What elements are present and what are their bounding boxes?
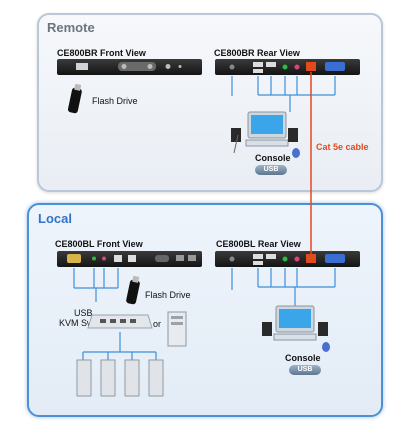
local-rear-connector-lines [231,268,336,306]
remote-rear-label: CE800BR Rear View [214,48,300,58]
remote-console-icon [231,111,300,158]
remote-connector-lines [231,76,336,112]
local-front-connector-lines [73,268,157,360]
local-or-label: or [153,319,162,329]
local-front-ports [67,254,196,263]
remote-front-ports [76,62,182,71]
local-rear-label: CE800BL Rear View [216,239,301,249]
local-flash-drive-label: Flash Drive [145,290,191,300]
local-console-icon [262,305,330,352]
local-front-label: CE800BL Front View [55,239,143,249]
local-title: Local [38,211,72,226]
remote-title: Remote [47,20,95,35]
remote-front-label: CE800BR Front View [57,48,146,58]
remote-flash-drive-icon [67,83,82,114]
remote-panel: Remote [37,13,383,192]
local-console-label: Console [285,353,321,363]
computer-towers-icon [76,359,164,397]
local-usb-badge: USB [289,365,321,375]
local-usb-kvm-label: USB KVM Switch [59,308,108,328]
cable-label: Cat 5e cable [316,142,369,152]
remote-usb-badge: USB [255,165,287,175]
local-rear-ports [229,254,345,265]
local-flash-drive-icon [126,275,140,305]
remote-console-label: Console [255,153,291,163]
remote-flash-drive-label: Flash Drive [92,96,138,106]
remote-rear-ports [229,62,345,73]
server-tower-icon [167,311,187,347]
kvm-switch-icon [87,314,153,329]
